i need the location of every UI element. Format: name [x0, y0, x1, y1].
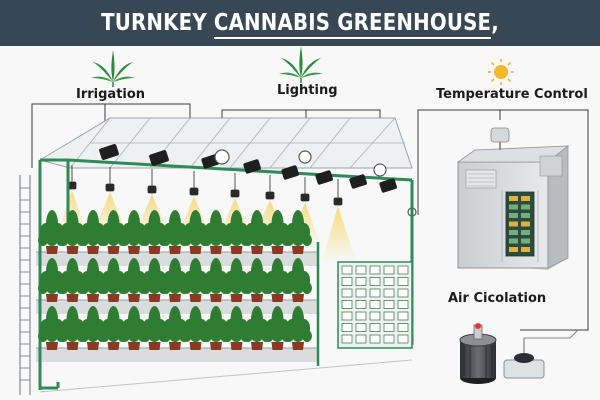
panel-cell — [369, 311, 381, 321]
cannabis-plant — [243, 306, 271, 350]
panel-cell — [383, 311, 395, 321]
panel-cell — [383, 323, 395, 332]
cannabis-plant — [38, 306, 66, 350]
cabinet-button — [509, 247, 518, 252]
panel-cell — [341, 277, 353, 286]
page-title: TURNKEY CANNABIS GREENHOUSE, — [42, 0, 558, 46]
cannabis-plants — [38, 210, 312, 350]
panel-cell — [341, 323, 353, 332]
panel-cell — [355, 323, 367, 332]
cabinet-button — [521, 247, 530, 252]
cabinet-button — [509, 230, 518, 235]
nutrient-control-panel — [337, 261, 413, 349]
lighting-label: Lighting — [277, 83, 338, 98]
panel-cell — [355, 288, 367, 298]
title-prefix: TURNKEY — [101, 10, 214, 36]
panel-cell — [355, 277, 367, 286]
cannabis-plant — [99, 258, 128, 302]
panel-cell — [341, 288, 353, 298]
title-banner: TURNKEY CANNABIS GREENHOUSE, — [0, 0, 600, 46]
cabinet-button — [521, 213, 530, 218]
air-circulation-fan — [459, 323, 497, 384]
cannabis-plant — [99, 306, 128, 350]
panel-cell — [383, 277, 395, 286]
cabinet-button — [509, 213, 518, 218]
panel-cell — [341, 265, 353, 275]
cannabis-plant — [222, 306, 251, 350]
cabinet-button — [509, 238, 518, 244]
cabinet-button — [521, 238, 530, 244]
cannabis-plant — [284, 210, 312, 254]
panel-cell — [369, 265, 381, 275]
irrigation-label: Irrigation — [76, 87, 146, 102]
hanging-lights — [67, 165, 343, 206]
cannabis-plant — [263, 210, 292, 254]
panel-cell — [341, 300, 353, 309]
cannabis-plant — [58, 258, 87, 302]
cannabis-plant — [284, 306, 312, 350]
panel-cell — [397, 277, 409, 286]
panel-cell — [355, 300, 367, 309]
sun-icon — [488, 59, 514, 85]
panel-cell — [355, 311, 367, 321]
title-underlined: CANNABIS GREENHOUSE — [213, 10, 492, 39]
cabinet-button — [521, 196, 530, 201]
panel-cell — [341, 311, 353, 321]
title-suffix: , — [491, 10, 499, 36]
air-circulation-label: Air Cicolation — [448, 291, 547, 306]
cabinet-button — [509, 196, 518, 201]
cabinet-button — [509, 221, 518, 227]
cannabis-leaf-icon — [91, 50, 135, 87]
panel-cell — [355, 334, 367, 344]
panel-cell — [369, 323, 381, 332]
cabinet-button — [521, 230, 530, 235]
panel-cell — [369, 334, 381, 344]
panel-cell — [397, 265, 409, 275]
floor-line — [39, 359, 413, 393]
cabinet-button — [521, 221, 530, 227]
greenhouse-left-wall — [19, 175, 31, 395]
temperature-control-cabinet — [456, 127, 570, 270]
panel-cell — [369, 300, 381, 309]
panel-cell — [397, 323, 409, 332]
panel-cell — [369, 277, 381, 286]
cannabis-plant — [140, 210, 169, 254]
panel-cell — [383, 300, 395, 309]
panel-cell — [397, 300, 409, 309]
cannabis-plant — [38, 258, 66, 302]
panel-cell — [397, 334, 409, 344]
panel-cell — [383, 265, 395, 275]
cannabis-plant — [222, 258, 251, 302]
cannabis-plant — [120, 258, 148, 302]
cabinet-button — [521, 204, 530, 210]
cannabis-leaf-icon — [279, 46, 323, 83]
panel-cell — [383, 288, 395, 298]
air-pump-unit — [503, 329, 579, 379]
panel-cell — [355, 265, 367, 275]
greenhouse-roof — [38, 117, 413, 182]
panel-cell — [369, 288, 381, 298]
panel-cell — [341, 334, 353, 344]
panel-cell — [397, 311, 409, 321]
cannabis-plant — [263, 306, 292, 350]
panel-cell — [397, 288, 409, 298]
panel-cell — [383, 334, 395, 344]
cabinet-button — [509, 204, 518, 210]
temperature-control-label: Temperature Control — [436, 87, 588, 102]
cannabis-plant — [161, 306, 189, 350]
cannabis-plant — [284, 258, 312, 302]
